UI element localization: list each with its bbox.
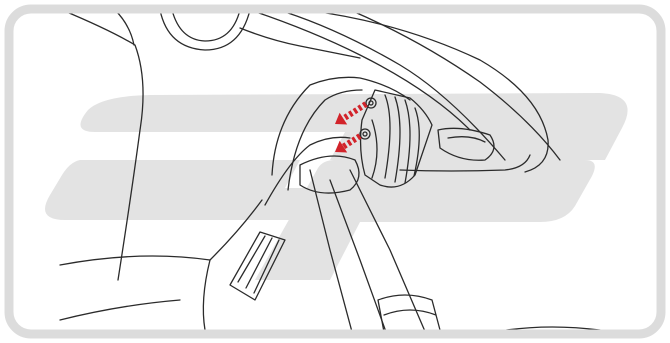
fuel-cap-inner [172, 10, 240, 41]
side-panel-upper [62, 10, 143, 280]
fork-lower-collar [378, 295, 440, 336]
bottom-curve-left [60, 300, 180, 320]
front-panel-edge [203, 260, 210, 330]
watermark-letter-p [255, 160, 595, 280]
fork-lower-ring [384, 310, 436, 315]
watermark-bar-top [80, 93, 627, 160]
fairing-curve-2 [240, 28, 360, 58]
